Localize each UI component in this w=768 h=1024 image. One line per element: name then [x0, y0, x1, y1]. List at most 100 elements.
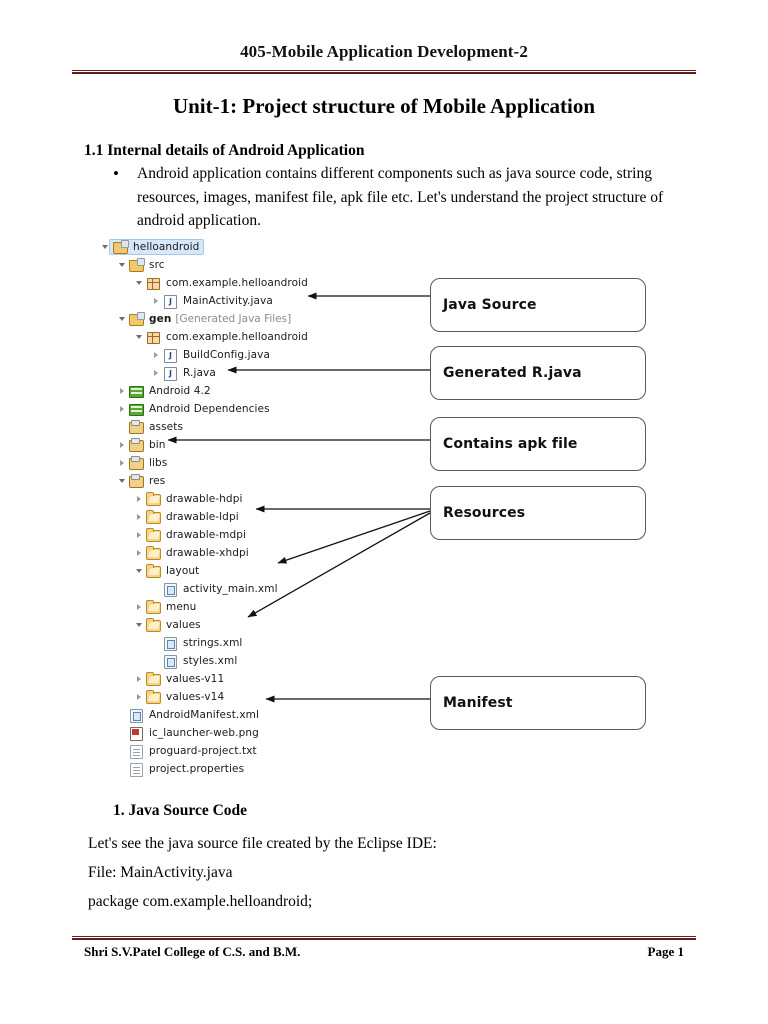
chevron-right-icon[interactable] [132, 676, 145, 682]
callout-label: Java Source [443, 297, 537, 313]
tree-node[interactable]: gen[Generated Java Files] [128, 312, 291, 326]
chevron-down-icon[interactable] [132, 569, 145, 573]
tree-row[interactable]: AndroidManifest.xml [98, 706, 428, 724]
callout-box: Resources [430, 486, 646, 540]
tree-node[interactable]: bin [128, 438, 166, 452]
chevron-right-icon[interactable] [132, 514, 145, 520]
tree-row[interactable]: strings.xml [98, 634, 428, 652]
tree-node[interactable]: res [128, 474, 165, 488]
chevron-down-icon[interactable] [132, 623, 145, 627]
tree-row[interactable]: Android 4.2 [98, 382, 428, 400]
header-divider [72, 70, 696, 74]
tree-row[interactable]: ic_launcher-web.png [98, 724, 428, 742]
tree-node[interactable]: proguard-project.txt [128, 744, 257, 759]
chevron-down-icon[interactable] [98, 245, 111, 249]
tree-node-label: assets [149, 421, 184, 433]
tree-node-label: values-v14 [166, 691, 225, 703]
tree-node[interactable]: src [128, 258, 165, 272]
tree-node-selected[interactable]: helloandroid [109, 239, 205, 255]
chevron-right-icon[interactable] [132, 694, 145, 700]
tree-row[interactable]: assets [98, 418, 428, 436]
chevron-down-icon[interactable] [115, 317, 128, 321]
tree-row[interactable]: drawable-mdpi [98, 526, 428, 544]
tree-row[interactable]: BuildConfig.java [98, 346, 428, 364]
tree-node[interactable]: com.example.helloandroid [145, 276, 308, 290]
tree-row[interactable]: res [98, 472, 428, 490]
list-item: • Android application contains different… [113, 162, 683, 233]
chevron-down-icon[interactable] [115, 263, 128, 267]
tree-row[interactable]: drawable-ldpi [98, 508, 428, 526]
tree-node[interactable]: activity_main.xml [162, 582, 278, 597]
tree-node[interactable]: R.java [162, 366, 216, 381]
chevron-right-icon[interactable] [149, 352, 162, 358]
tree-row[interactable]: com.example.helloandroid [98, 274, 428, 292]
project-explorer-tree[interactable]: helloandroidsrccom.example.helloandroidM… [98, 238, 428, 778]
tree-node[interactable]: MainActivity.java [162, 294, 273, 309]
tree-node[interactable]: ic_launcher-web.png [128, 726, 259, 741]
tree-row[interactable]: styles.xml [98, 652, 428, 670]
text-file-icon [128, 762, 144, 777]
chevron-down-icon[interactable] [132, 335, 145, 339]
tree-row[interactable]: values [98, 616, 428, 634]
xml-file-icon [162, 654, 178, 669]
tree-row[interactable]: MainActivity.java [98, 292, 428, 310]
chevron-right-icon[interactable] [132, 604, 145, 610]
tree-node[interactable]: drawable-hdpi [145, 492, 242, 506]
tree-node[interactable]: BuildConfig.java [162, 348, 270, 363]
tree-node[interactable]: drawable-mdpi [145, 528, 246, 542]
tree-row[interactable]: gen[Generated Java Files] [98, 310, 428, 328]
tree-node[interactable]: layout [145, 564, 199, 578]
chevron-right-icon[interactable] [115, 388, 128, 394]
tree-node-label: MainActivity.java [183, 295, 273, 307]
tree-node[interactable]: project.properties [128, 762, 244, 777]
chevron-right-icon[interactable] [115, 406, 128, 412]
tree-node[interactable]: drawable-xhdpi [145, 546, 249, 560]
tree-node[interactable]: Android 4.2 [128, 384, 211, 398]
tree-node[interactable]: libs [128, 456, 167, 470]
chevron-right-icon[interactable] [115, 442, 128, 448]
res-folder-icon [128, 474, 144, 488]
png-file-icon [128, 726, 144, 741]
tree-row[interactable]: com.example.helloandroid [98, 328, 428, 346]
tree-node[interactable]: values [145, 618, 201, 632]
tree-row[interactable]: helloandroid [98, 238, 428, 256]
chevron-right-icon[interactable] [132, 550, 145, 556]
tree-row[interactable]: values-v14 [98, 688, 428, 706]
tree-row[interactable]: R.java [98, 364, 428, 382]
callout-box: Contains apk file [430, 417, 646, 471]
chevron-right-icon[interactable] [149, 370, 162, 376]
tree-node[interactable]: AndroidManifest.xml [128, 708, 259, 723]
chevron-right-icon[interactable] [115, 460, 128, 466]
tree-node[interactable]: assets [128, 420, 183, 434]
tree-row[interactable]: Android Dependencies [98, 400, 428, 418]
tree-row[interactable]: project.properties [98, 760, 428, 778]
tree-row[interactable]: proguard-project.txt [98, 742, 428, 760]
tree-node[interactable]: values-v14 [145, 690, 224, 704]
chevron-right-icon[interactable] [132, 496, 145, 502]
tree-row[interactable]: src [98, 256, 428, 274]
tree-row[interactable]: menu [98, 598, 428, 616]
tree-row[interactable]: drawable-hdpi [98, 490, 428, 508]
tree-node-label: layout [166, 565, 200, 577]
chevron-right-icon[interactable] [149, 298, 162, 304]
tree-row[interactable]: activity_main.xml [98, 580, 428, 598]
chevron-right-icon[interactable] [132, 532, 145, 538]
chevron-down-icon[interactable] [132, 281, 145, 285]
folder-icon [145, 528, 161, 542]
tree-node[interactable]: styles.xml [162, 654, 237, 669]
tree-row[interactable]: values-v11 [98, 670, 428, 688]
tree-row[interactable]: layout [98, 562, 428, 580]
tree-row[interactable]: libs [98, 454, 428, 472]
tree-node[interactable]: Android Dependencies [128, 402, 270, 416]
tree-node[interactable]: strings.xml [162, 636, 242, 651]
tree-node[interactable]: values-v11 [145, 672, 224, 686]
section-heading: 1.1 Internal details of Android Applicat… [84, 142, 365, 159]
tree-node[interactable]: menu [145, 600, 196, 614]
tree-node[interactable]: drawable-ldpi [145, 510, 239, 524]
tree-node[interactable]: com.example.helloandroid [145, 330, 308, 344]
tree-node-label: com.example.helloandroid [166, 331, 308, 343]
chevron-down-icon[interactable] [115, 479, 128, 483]
source-folder-icon [128, 312, 145, 326]
tree-row[interactable]: drawable-xhdpi [98, 544, 428, 562]
tree-row[interactable]: bin [98, 436, 428, 454]
